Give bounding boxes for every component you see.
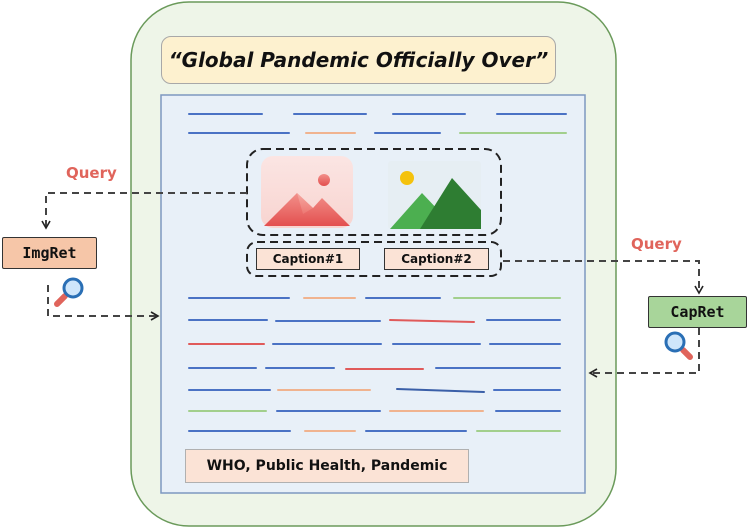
query-label-left: Query bbox=[66, 164, 117, 182]
query-label-right: Query bbox=[631, 235, 682, 253]
flow-arrows bbox=[41, 192, 704, 378]
text-lines-top bbox=[188, 113, 567, 134]
result-arrow-left bbox=[47, 285, 160, 321]
magnifier-icon bbox=[664, 331, 693, 360]
query-arrow-right bbox=[503, 260, 704, 295]
image-placeholder-icon bbox=[261, 156, 353, 228]
article-box bbox=[160, 94, 586, 494]
result-arrow-right bbox=[588, 328, 700, 378]
caption-2: Caption#2 bbox=[384, 248, 489, 270]
tags-box: WHO, Public Health, Pandemic bbox=[185, 449, 469, 483]
caption-group-outline bbox=[246, 241, 502, 277]
headline-box: “Global Pandemic Officially Over” bbox=[161, 36, 556, 84]
capret-module: CapRet bbox=[648, 296, 747, 328]
text-lines-body bbox=[188, 297, 561, 432]
imgret-module: ImgRet bbox=[2, 237, 97, 269]
caption-1: Caption#1 bbox=[256, 248, 360, 270]
mountain-landscape-icon bbox=[388, 161, 481, 229]
query-arrow-left bbox=[41, 192, 247, 230]
magnifier-icon bbox=[54, 277, 84, 307]
